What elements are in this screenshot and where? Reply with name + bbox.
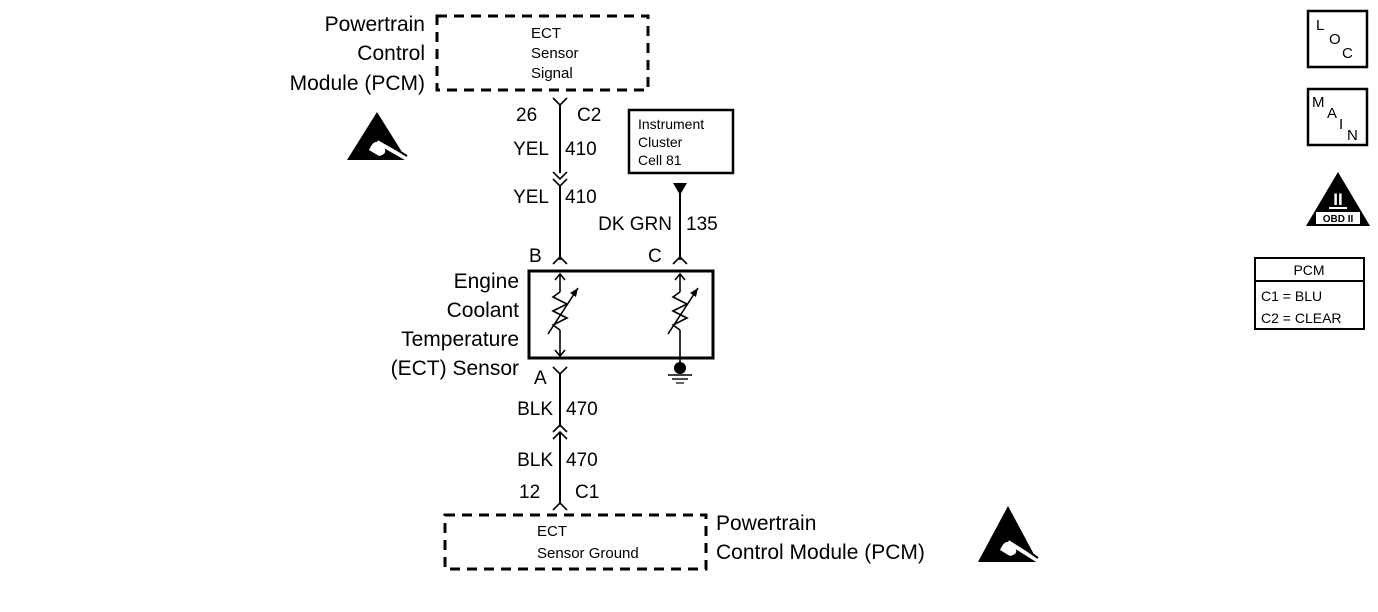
sensor-pin-c: C xyxy=(648,246,662,267)
ground-wire-lower-color: BLK xyxy=(517,450,553,471)
ground-icon xyxy=(668,358,692,384)
main-button[interactable]: M A I N xyxy=(1306,87,1369,147)
instrument-cluster-box xyxy=(627,108,735,175)
connector-symbol xyxy=(672,255,688,265)
connector-symbol xyxy=(552,255,568,265)
connector-symbol xyxy=(552,366,568,376)
signal-wire-color: YEL xyxy=(513,139,549,160)
pcm-connector-legend: PCM C1 = BLU C2 = CLEAR xyxy=(1254,257,1365,330)
signal-wire-lower-circuit: 410 xyxy=(565,187,597,208)
sensor-label: Engine Coolant Temperature (ECT) Sensor xyxy=(391,270,520,380)
connector-symbol xyxy=(552,501,568,511)
arrow-down-icon xyxy=(673,183,687,195)
main-letter-3: I xyxy=(1339,116,1343,133)
connector-symbol xyxy=(552,97,568,107)
sensor-pin-b: B xyxy=(529,246,542,267)
esd-warning-icon xyxy=(978,506,1042,564)
main-letter-4: N xyxy=(1347,127,1358,144)
obd-numeral: II xyxy=(1333,190,1342,209)
sensor-label-line1: Engine xyxy=(454,270,519,293)
loc-letter-2: O xyxy=(1329,31,1341,48)
pcm-bottom-pin-number: 12 xyxy=(519,482,540,503)
loc-letter-1: L xyxy=(1316,17,1324,34)
obd-ii-button[interactable]: II OBD II xyxy=(1306,172,1370,226)
pcm-top-circuit-line1: ECT xyxy=(531,25,561,42)
signal-wire-lower-color: YEL xyxy=(513,187,549,208)
pcm-top-label-line3: Module (PCM) xyxy=(290,72,425,95)
cluster-wire-circuit: 135 xyxy=(686,214,718,235)
pcm-top-connector: C2 xyxy=(577,105,601,126)
sensor-label-line3: Temperature xyxy=(401,328,519,351)
main-letter-1: M xyxy=(1312,94,1325,111)
pcm-bottom-circuit-line2: Sensor Ground xyxy=(537,545,639,562)
pcm-bottom-connector: C1 xyxy=(575,482,599,503)
ground-wire-upper-color: BLK xyxy=(517,399,553,420)
ground-wire-lower-circuit: 470 xyxy=(566,450,598,471)
pcm-top-pin-number: 26 xyxy=(516,105,537,126)
ground-wire-upper-circuit: 470 xyxy=(566,399,598,420)
cluster-wire-color: DK GRN xyxy=(598,214,672,235)
connector-symbol xyxy=(552,423,568,433)
legend-title: PCM xyxy=(1293,262,1324,278)
pcm-top-label: Powertrain Control Module (PCM) xyxy=(290,13,425,95)
pcm-top-label-line2: Control xyxy=(357,42,425,65)
sensor-label-line4: (ECT) Sensor xyxy=(391,357,519,380)
esd-warning-icon xyxy=(347,112,410,162)
sensor-pin-a: A xyxy=(534,368,547,389)
legend-row-c2: C2 = CLEAR xyxy=(1261,310,1342,326)
connector-symbol xyxy=(552,171,568,181)
pcm-bottom-circuit-line1: ECT xyxy=(537,523,567,540)
sensor-label-line2: Coolant xyxy=(447,299,520,322)
pcm-top-box xyxy=(435,14,650,92)
pcm-top-circuit-line2: Sensor xyxy=(531,45,579,62)
instrument-cluster-line2: Cluster xyxy=(638,134,683,150)
legend-row-c1: C1 = BLU xyxy=(1261,288,1322,304)
loc-letter-3: C xyxy=(1342,45,1353,62)
thermistor-icon xyxy=(547,272,579,358)
pcm-top-circuit-line3: Signal xyxy=(531,65,573,82)
pcm-bottom-label-line2: Control Module (PCM) xyxy=(716,541,925,564)
loc-button[interactable]: L O C xyxy=(1306,9,1369,69)
pcm-bottom-box xyxy=(443,513,708,571)
ect-sensor-box xyxy=(527,269,715,360)
instrument-cluster-line1: Instrument xyxy=(638,116,704,132)
obd-label: OBD II xyxy=(1323,214,1354,225)
thermistor-icon xyxy=(667,272,699,358)
pcm-top-label-line1: Powertrain xyxy=(325,13,425,36)
pcm-bottom-label-line1: Powertrain xyxy=(716,512,816,535)
signal-wire-circuit: 410 xyxy=(565,139,597,160)
main-letter-2: A xyxy=(1327,105,1337,122)
instrument-cluster-line3: Cell 81 xyxy=(638,152,682,168)
